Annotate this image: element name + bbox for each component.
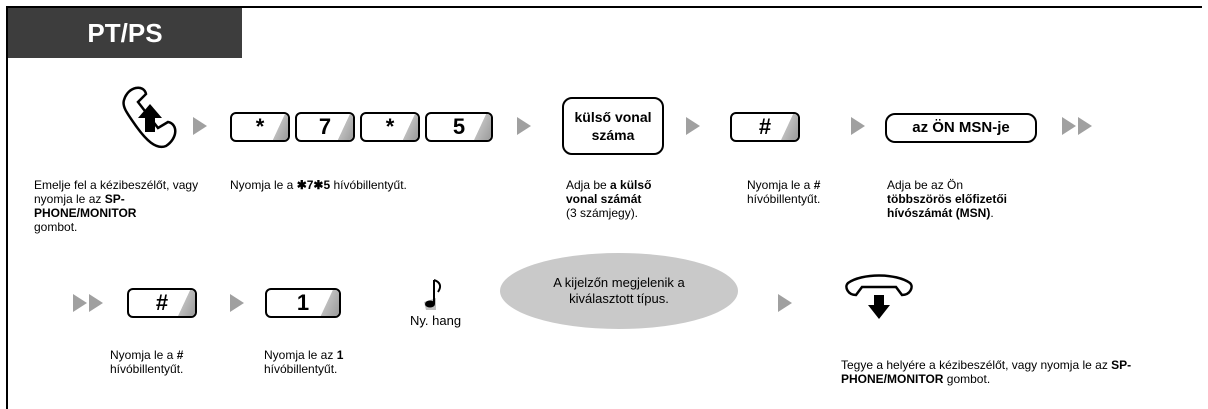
diagram-frame <box>6 6 1202 409</box>
double-arrow-icon <box>1062 117 1076 135</box>
display-message-bubble: A kijelzőn megjelenik a kiválasztott típ… <box>500 253 738 329</box>
handset-off-hook-icon <box>122 86 177 149</box>
double-arrow-icon <box>73 294 87 312</box>
arrow-icon <box>686 117 700 135</box>
step1-caption: Emelje fel a kézibeszélőt, vagy nyomja l… <box>34 178 199 234</box>
key-1: 1 <box>265 288 341 318</box>
step2-caption: Nyomja le a ✱7✱5 hívóbillentyűt. <box>230 178 407 192</box>
key-7: 7 <box>295 112 355 142</box>
step4-caption: Nyomja le a # hívóbillentyűt. <box>747 178 821 206</box>
key-star: * <box>230 112 290 142</box>
arrow-icon <box>778 294 792 312</box>
handset-on-hook-icon <box>845 274 913 319</box>
arrow-icon <box>193 117 207 135</box>
key-star: * <box>360 112 420 142</box>
music-note-icon <box>424 279 442 310</box>
double-arrow-icon <box>89 294 103 312</box>
key-hash: # <box>127 288 197 318</box>
key-5: 5 <box>425 112 493 142</box>
double-arrow-icon <box>1078 117 1092 135</box>
arrow-icon <box>517 117 531 135</box>
arrow-icon <box>851 117 865 135</box>
step6-caption: Nyomja le a # hívóbillentyűt. <box>110 348 184 376</box>
msn-box: az ÖN MSN-je <box>885 113 1037 143</box>
arrow-icon <box>230 294 244 312</box>
tone-label: Ny. hang <box>410 313 462 328</box>
step3-caption: Adja be a külső vonal számát (3 számjegy… <box>566 178 652 220</box>
step8-caption: Tegye a helyére a kézibeszélőt, vagy nyo… <box>841 358 1132 386</box>
step5-caption: Adja be az Ön többszörös előfizetői hívó… <box>887 178 1007 220</box>
step7-caption: Nyomja le az 1 hívóbillentyűt. <box>264 348 344 376</box>
key-hash: # <box>730 112 800 142</box>
page-title: PT/PS <box>8 8 242 58</box>
